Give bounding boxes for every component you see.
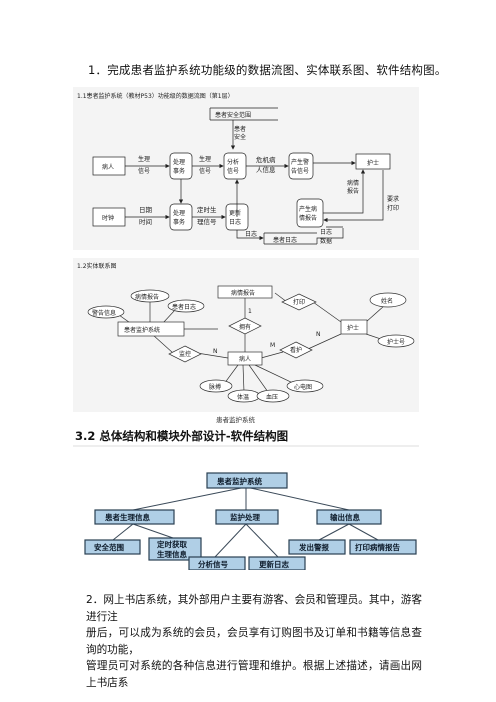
er-diagram: 1.2实体联系图 患者监护系统 病人 护士 [77, 262, 415, 403]
attr-nurse-no: 护士号 [387, 338, 405, 346]
entity-system: 患者监护系统 [124, 326, 160, 334]
card-n1: N [213, 348, 218, 355]
question-2-line-3: 管理员可对系统的各种信息进行管理和维护。根据上述描述，请画出网上书店系 [86, 660, 422, 689]
flow-vital2-1: 生理 [199, 155, 211, 163]
attr-ecg: 心电图 [294, 383, 312, 391]
rel-monitor: 监控 [179, 350, 191, 358]
module-vital-info: 患者生理信息 [105, 512, 150, 522]
structure-heading: 3.2 总体结构和模块外部设计-软件结构图 [75, 429, 288, 443]
proc-handle-2a: 处理 [173, 209, 185, 217]
structure-panel: 3.2 总体结构和模块外部设计-软件结构图 患者监护系统 患者生理信息 监护处理… [73, 426, 419, 571]
ext-clock: 时钟 [102, 214, 114, 222]
entity-nurse: 护士 [347, 324, 359, 332]
dfd-title: 1.1患者监护系统（教材P53）功能级的数据流图（第1层） [77, 92, 234, 100]
module-output: 输出信息 [330, 512, 360, 522]
ext-patient: 病人 [102, 163, 114, 171]
proc-analyze-a: 分析 [227, 158, 239, 166]
attr-temp: 体温 [237, 393, 249, 401]
store-safety-range: 患者安全范围 [215, 111, 251, 119]
flow-request-1: 要求 [387, 195, 399, 203]
question-2: 2．网上书店系统，其外部用户主要有游客、会员和管理员。其中，游客进行注 册后，可… [86, 592, 422, 691]
proc-update-b: 日志 [229, 218, 241, 226]
rel-care: 看护 [290, 346, 302, 354]
ext-nurse: 护士 [367, 159, 379, 167]
module-print-report: 打印病情报告 [355, 542, 400, 552]
flow-safety-1: 患者 [234, 125, 246, 133]
module-update-log: 更新日志 [259, 559, 289, 569]
question-2-line-2: 册后，可以成为系统的会员，会员享有订购图书及订单和书籍等信息查询的功能， [86, 627, 422, 656]
attr-log: 患者日志 [172, 303, 196, 311]
question-2-line-1: 2．网上书店系统，其外部用户主要有游客、会员和管理员。其中，游客进行注 [86, 594, 422, 623]
er-title: 1.2实体联系图 [77, 262, 117, 270]
flow-danger-2: 人信息 [256, 165, 276, 174]
flow-danger-1: 危机病 [256, 155, 276, 164]
proc-handle-1b: 事务 [173, 167, 185, 175]
attr-name: 姓名 [381, 297, 393, 305]
card-m: M [270, 342, 275, 349]
module-alarm: 发出警报 [298, 542, 329, 552]
card-1: 1 [248, 308, 252, 315]
module-root: 患者监护系统 [217, 476, 262, 486]
flow-vital-1: 生理 [138, 155, 150, 163]
flow-safety-2: 安全 [234, 133, 246, 141]
proc-alarm-b: 告信号 [291, 167, 309, 175]
attr-bp: 血压 [266, 393, 278, 401]
structure-chart: 3.2 总体结构和模块外部设计-软件结构图 患者监护系统 患者生理信息 监护处理… [73, 429, 419, 571]
entity-patient: 病人 [239, 355, 251, 363]
rel-print: 打印 [293, 298, 305, 306]
flow-report-1: 病情 [347, 179, 359, 187]
proc-handle-2b: 事务 [173, 218, 185, 226]
proc-update-a: 更新 [229, 209, 241, 217]
flow-vital2-2: 信号 [199, 167, 211, 175]
flow-timed-2: 理信号 [197, 217, 217, 226]
attr-warning: 警告信息 [92, 309, 116, 317]
card-n2: N [316, 331, 321, 338]
flow-logdata-1: 日志 [320, 228, 332, 236]
flow-request-2: 打印 [387, 204, 399, 212]
rel-has: 拥有 [239, 323, 251, 331]
flow-report-2: 报告 [347, 187, 359, 195]
flow-date-1: 日期 [139, 206, 153, 214]
module-safe-range: 安全范围 [94, 542, 124, 552]
data-flow-diagram: 1.1患者监护系统（教材P53）功能级的数据流图（第1层） 患者安全范围 患者 … [77, 92, 399, 245]
proc-handle-1a: 处理 [173, 158, 185, 166]
flow-vital-2: 信号 [138, 167, 150, 175]
attr-report-top: 病情报告 [231, 289, 255, 297]
er-caption: 患者监护系统 [216, 416, 255, 424]
attr-pulse: 脉搏 [209, 383, 221, 391]
module-timed-1: 定时获取 [157, 539, 187, 549]
proc-alarm-a: 产生警 [291, 158, 309, 166]
er-panel: 1.2实体联系图 患者监护系统 病人 护士 [73, 258, 419, 412]
flow-logdata-2: 数据 [320, 237, 332, 245]
dfd-panel: 1.1患者监护系统（教材P53）功能级的数据流图（第1层） 患者安全范围 患者 … [73, 87, 419, 250]
module-timed-2: 生理信息 [157, 549, 187, 559]
module-analyze: 分析信号 [198, 559, 228, 569]
flow-log: 日志 [245, 230, 257, 238]
proc-report-a: 产生病 [299, 205, 317, 213]
proc-analyze-b: 信号 [227, 167, 239, 175]
module-monitor: 监护处理 [230, 512, 260, 522]
attr-report: 病情报告 [135, 293, 159, 301]
flow-date-2: 时间 [139, 217, 152, 226]
proc-report-b: 情报告 [299, 214, 317, 222]
question-1: 1．完成患者监护系统功能级的数据流图、实体联系图、软件结构图。 [88, 63, 447, 77]
store-patient-log: 患者日志 [273, 236, 297, 244]
flow-timed-1: 定时生 [197, 205, 217, 214]
